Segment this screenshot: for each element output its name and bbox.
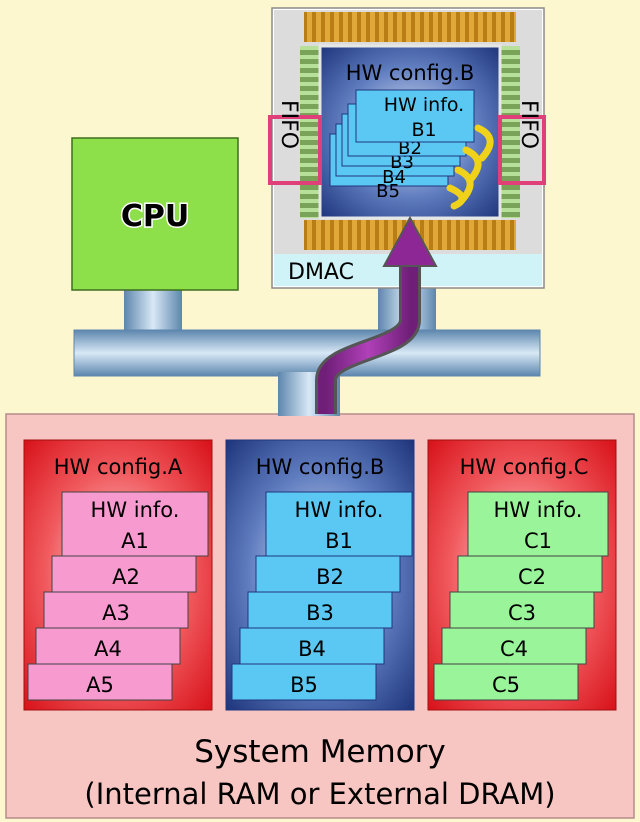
chip-card-label: B3 — [390, 152, 414, 173]
config-group-b: HW config.B B5 B4 B3 B2 HW info. B1 — [225, 439, 415, 711]
config-item-label: B1 — [325, 529, 353, 553]
system-bus — [73, 286, 541, 416]
config-item-info: HW info. — [295, 498, 384, 522]
fifo-left-frame — [268, 115, 322, 185]
chip-card-label: B2 — [398, 138, 422, 159]
config-item-info: HW info. — [91, 498, 180, 522]
chip-config-title: HW config.B — [346, 61, 475, 85]
fifo-right-label: FIFO — [516, 100, 541, 149]
fifo-right-frame — [498, 115, 546, 185]
config-item-label: A4 — [94, 637, 122, 661]
config-item-info: HW info. — [494, 498, 583, 522]
config-group-a: HW config.A A5 A4 A3 A2 HW info. A1 — [23, 439, 213, 711]
dmac-label: DMAC — [288, 260, 354, 285]
chip-card-info: HW info. — [384, 94, 464, 116]
config-item-label: B2 — [316, 565, 344, 589]
config-item-label: C1 — [524, 529, 552, 553]
memory-title-line2: (Internal RAM or External DRAM) — [84, 777, 555, 811]
cpu-label: CPU — [121, 199, 189, 234]
config-item-label: C3 — [508, 601, 536, 625]
fifo-left-label: FIFO — [276, 100, 301, 149]
config-title: HW config.A — [54, 455, 183, 479]
config-group-c: HW config.C C5 C4 C3 C2 HW info. C1 — [427, 439, 617, 711]
rotate-arrows-icon — [446, 124, 494, 210]
config-item-label: A5 — [86, 673, 114, 697]
chip-card-label: B1 — [411, 119, 436, 141]
chip-pins-top — [304, 12, 516, 42]
chip-pins-left — [300, 46, 322, 218]
config-item-label: B5 — [290, 673, 318, 697]
config-title: HW config.C — [460, 455, 589, 479]
config-item-label: B4 — [298, 637, 326, 661]
memory-title-line1: System Memory — [194, 734, 446, 770]
config-item-label: C2 — [518, 565, 546, 589]
config-title: HW config.B — [256, 455, 385, 479]
config-item-label: A3 — [102, 601, 130, 625]
chip-card-stack: B5 B4 B3 B2 HW info. B1 — [329, 89, 475, 202]
cpu-block: CPU — [71, 137, 239, 291]
chip-card-label: B4 — [382, 167, 406, 188]
config-item-label: C5 — [492, 673, 520, 697]
config-item-label: B3 — [306, 601, 334, 625]
config-item-label: C4 — [500, 637, 528, 661]
config-item-label: A1 — [121, 529, 149, 553]
dma-transfer-arrow — [315, 215, 438, 414]
chip-pins-right — [498, 46, 520, 218]
config-item-label: A2 — [112, 565, 140, 589]
chip-card-label: B5 — [376, 181, 400, 202]
